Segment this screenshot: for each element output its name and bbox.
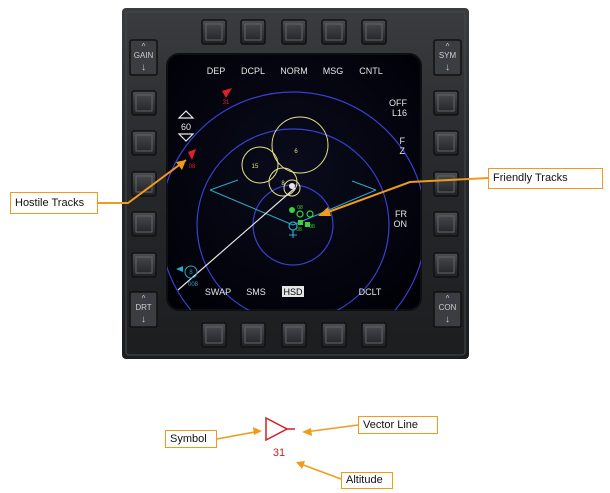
threat-label-15: 15 (252, 164, 259, 170)
yellow-threat-ring-large (271, 116, 329, 174)
osb-button-left-3[interactable] (131, 171, 157, 197)
osb-button-left-5[interactable] (131, 252, 157, 278)
menu-cntl[interactable]: CNTL (359, 66, 383, 76)
menu-fr[interactable]: FR (395, 209, 407, 219)
osb-button-bottom-5[interactable] (361, 322, 387, 348)
hostile-altitude-label: 08 (189, 164, 196, 170)
range-value: 60 (181, 122, 191, 132)
down-arrow-icon: ↓ (445, 62, 450, 73)
con-label: CON (439, 303, 457, 312)
vector-line-callout: Vector Line (358, 416, 438, 434)
svg-text:08: 08 (309, 224, 315, 230)
steering-line (177, 187, 296, 291)
fov-line-right (292, 189, 377, 226)
osb-button-top-4[interactable] (321, 19, 347, 45)
altitude-callout: Altitude (341, 472, 393, 489)
osb-button-left-1[interactable] (131, 90, 157, 116)
menu-msg[interactable]: MSG (323, 66, 344, 76)
friendly-callout-leader (319, 177, 489, 216)
up-arrow-icon: ^ (446, 42, 450, 51)
friendly-tracks-callout: Friendly Tracks (488, 168, 603, 189)
osb-button-left-2[interactable] (131, 130, 157, 156)
menu-norm[interactable]: NORM (280, 66, 308, 76)
right-osb-column (433, 90, 459, 278)
menu-dclt[interactable]: DCLT (359, 287, 382, 297)
sym-rocker[interactable]: ^ SYM ↓ (433, 39, 462, 76)
sym-label: SYM (439, 51, 457, 60)
hostile-altitude-label: 31 (223, 100, 230, 106)
legend-altitude-value: 31 (273, 447, 285, 459)
osb-button-bottom-2[interactable] (240, 322, 266, 348)
threat-label-8: 8 (281, 181, 285, 187)
svg-text:08: 08 (296, 227, 302, 233)
osb-button-top-3[interactable] (281, 19, 307, 45)
drt-rocker[interactable]: ^ DRT ↓ (129, 291, 158, 328)
osb-button-top-5[interactable] (361, 19, 387, 45)
down-arrow-icon: ↓ (141, 62, 146, 73)
hsd-format: 31 08 8 008 15 6 8 08 08 08 (167, 66, 421, 310)
menu-dcpl[interactable]: DCPL (241, 66, 265, 76)
hostile-track-mid[interactable]: 08 (188, 149, 196, 170)
up-arrow-icon: ^ (142, 294, 146, 303)
menu-f[interactable]: F (400, 136, 406, 146)
range-ring-outer (167, 91, 421, 310)
svg-text:8: 8 (189, 270, 193, 276)
osb-button-right-2[interactable] (433, 130, 459, 156)
up-arrow-icon: ^ (142, 42, 146, 51)
menu-swap[interactable]: SWAP (205, 287, 231, 297)
threat-label-6: 6 (294, 149, 298, 155)
up-arrow-icon: ^ (446, 294, 450, 303)
osb-button-right-4[interactable] (433, 211, 459, 237)
gain-rocker[interactable]: ^ GAIN ↓ (129, 39, 158, 76)
menu-on[interactable]: ON (394, 219, 408, 229)
hostile-track-top[interactable]: 31 (222, 88, 232, 106)
symbol-callout: Symbol (165, 430, 217, 448)
osb-button-right-1[interactable] (433, 90, 459, 116)
fov-line-left (209, 189, 294, 226)
yellow-threat-ring-medium (241, 146, 279, 184)
menu-z[interactable]: Z (400, 146, 406, 156)
osb-button-bottom-3[interactable] (281, 322, 307, 348)
osb-button-right-5[interactable] (433, 252, 459, 278)
svg-text:008: 008 (188, 282, 199, 288)
gain-label: GAIN (134, 51, 154, 60)
down-arrow-icon: ↓ (445, 314, 450, 325)
menu-l16[interactable]: L16 (392, 108, 407, 118)
friendly-track-cluster[interactable]: 08 08 08 (289, 205, 315, 233)
osb-button-bottom-4[interactable] (321, 322, 347, 348)
left-osb-column (131, 90, 157, 278)
bottom-osb-row (201, 322, 387, 348)
down-arrow-icon: ↓ (141, 314, 146, 325)
cyan-track-left[interactable]: 8 008 (176, 265, 199, 288)
osb-button-left-4[interactable] (131, 211, 157, 237)
range-ring-middle (196, 128, 390, 310)
hostile-tracks-callout: Hostile Tracks (10, 192, 98, 214)
range-scale[interactable]: 60 (177, 110, 195, 142)
drt-label: DRT (135, 303, 151, 312)
menu-dep[interactable]: DEP (207, 66, 226, 76)
osb-button-bottom-1[interactable] (201, 322, 227, 348)
legend-symbol: 31 (265, 416, 295, 459)
con-rocker[interactable]: ^ CON ↓ (433, 291, 462, 328)
yellow-threat-ring-tiny (283, 179, 301, 197)
osb-button-right-3[interactable] (433, 171, 459, 197)
menu-sms[interactable]: SMS (246, 287, 266, 297)
menu-off[interactable]: OFF (389, 98, 407, 108)
menu-hsd-selected[interactable]: HSD (283, 287, 303, 297)
top-osb-row (201, 19, 387, 45)
ownship-icon (288, 221, 298, 238)
osb-button-top-1[interactable] (201, 19, 227, 45)
hostile-callout-leader (98, 159, 187, 204)
svg-text:08: 08 (297, 205, 303, 211)
osb-button-top-2[interactable] (240, 19, 266, 45)
